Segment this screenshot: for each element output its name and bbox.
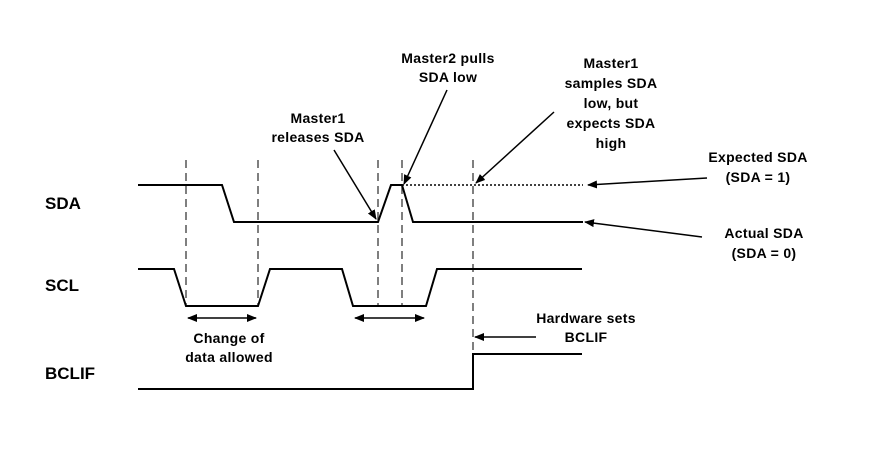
change-of-data-text: Change of	[193, 330, 264, 346]
change-of-data-text: data allowed	[185, 349, 273, 365]
master1-releases-text: releases SDA	[271, 129, 364, 145]
master2-pulls-text: Master2 pulls	[401, 50, 494, 66]
master1-releases-text: Master1	[290, 110, 345, 126]
master1-samples-text: high	[596, 135, 627, 151]
sda-label: SDA	[45, 194, 81, 213]
expected-sda-arrow	[587, 177, 708, 189]
scl-label: SCL	[45, 276, 79, 295]
master2-pulls-text: SDA low	[419, 69, 477, 85]
hardware-sets-text: BCLIF	[565, 329, 608, 345]
actual-sda-text: Actual SDA	[724, 225, 803, 241]
expected-sda-text: Expected SDA	[708, 149, 807, 165]
master1-samples-text: low, but	[584, 95, 639, 111]
scl-waveform	[138, 268, 582, 307]
sda-waveform	[138, 184, 583, 223]
pull-low-arrow	[403, 89, 448, 185]
bclif-waveform	[138, 353, 582, 390]
master1-samples-text: samples SDA	[565, 75, 658, 91]
master1-samples-text: Master1	[583, 55, 638, 71]
hardware-sets-text: Hardware sets	[536, 310, 636, 326]
release-arrow	[333, 149, 377, 220]
sample-arrow	[475, 111, 555, 184]
bclif-label: BCLIF	[45, 364, 95, 383]
expected-sda-text: (SDA = 1)	[726, 169, 791, 185]
actual-sda-arrow	[584, 219, 703, 238]
master1-samples-text: expects SDA	[567, 115, 656, 131]
actual-sda-text: (SDA = 0)	[732, 245, 797, 261]
